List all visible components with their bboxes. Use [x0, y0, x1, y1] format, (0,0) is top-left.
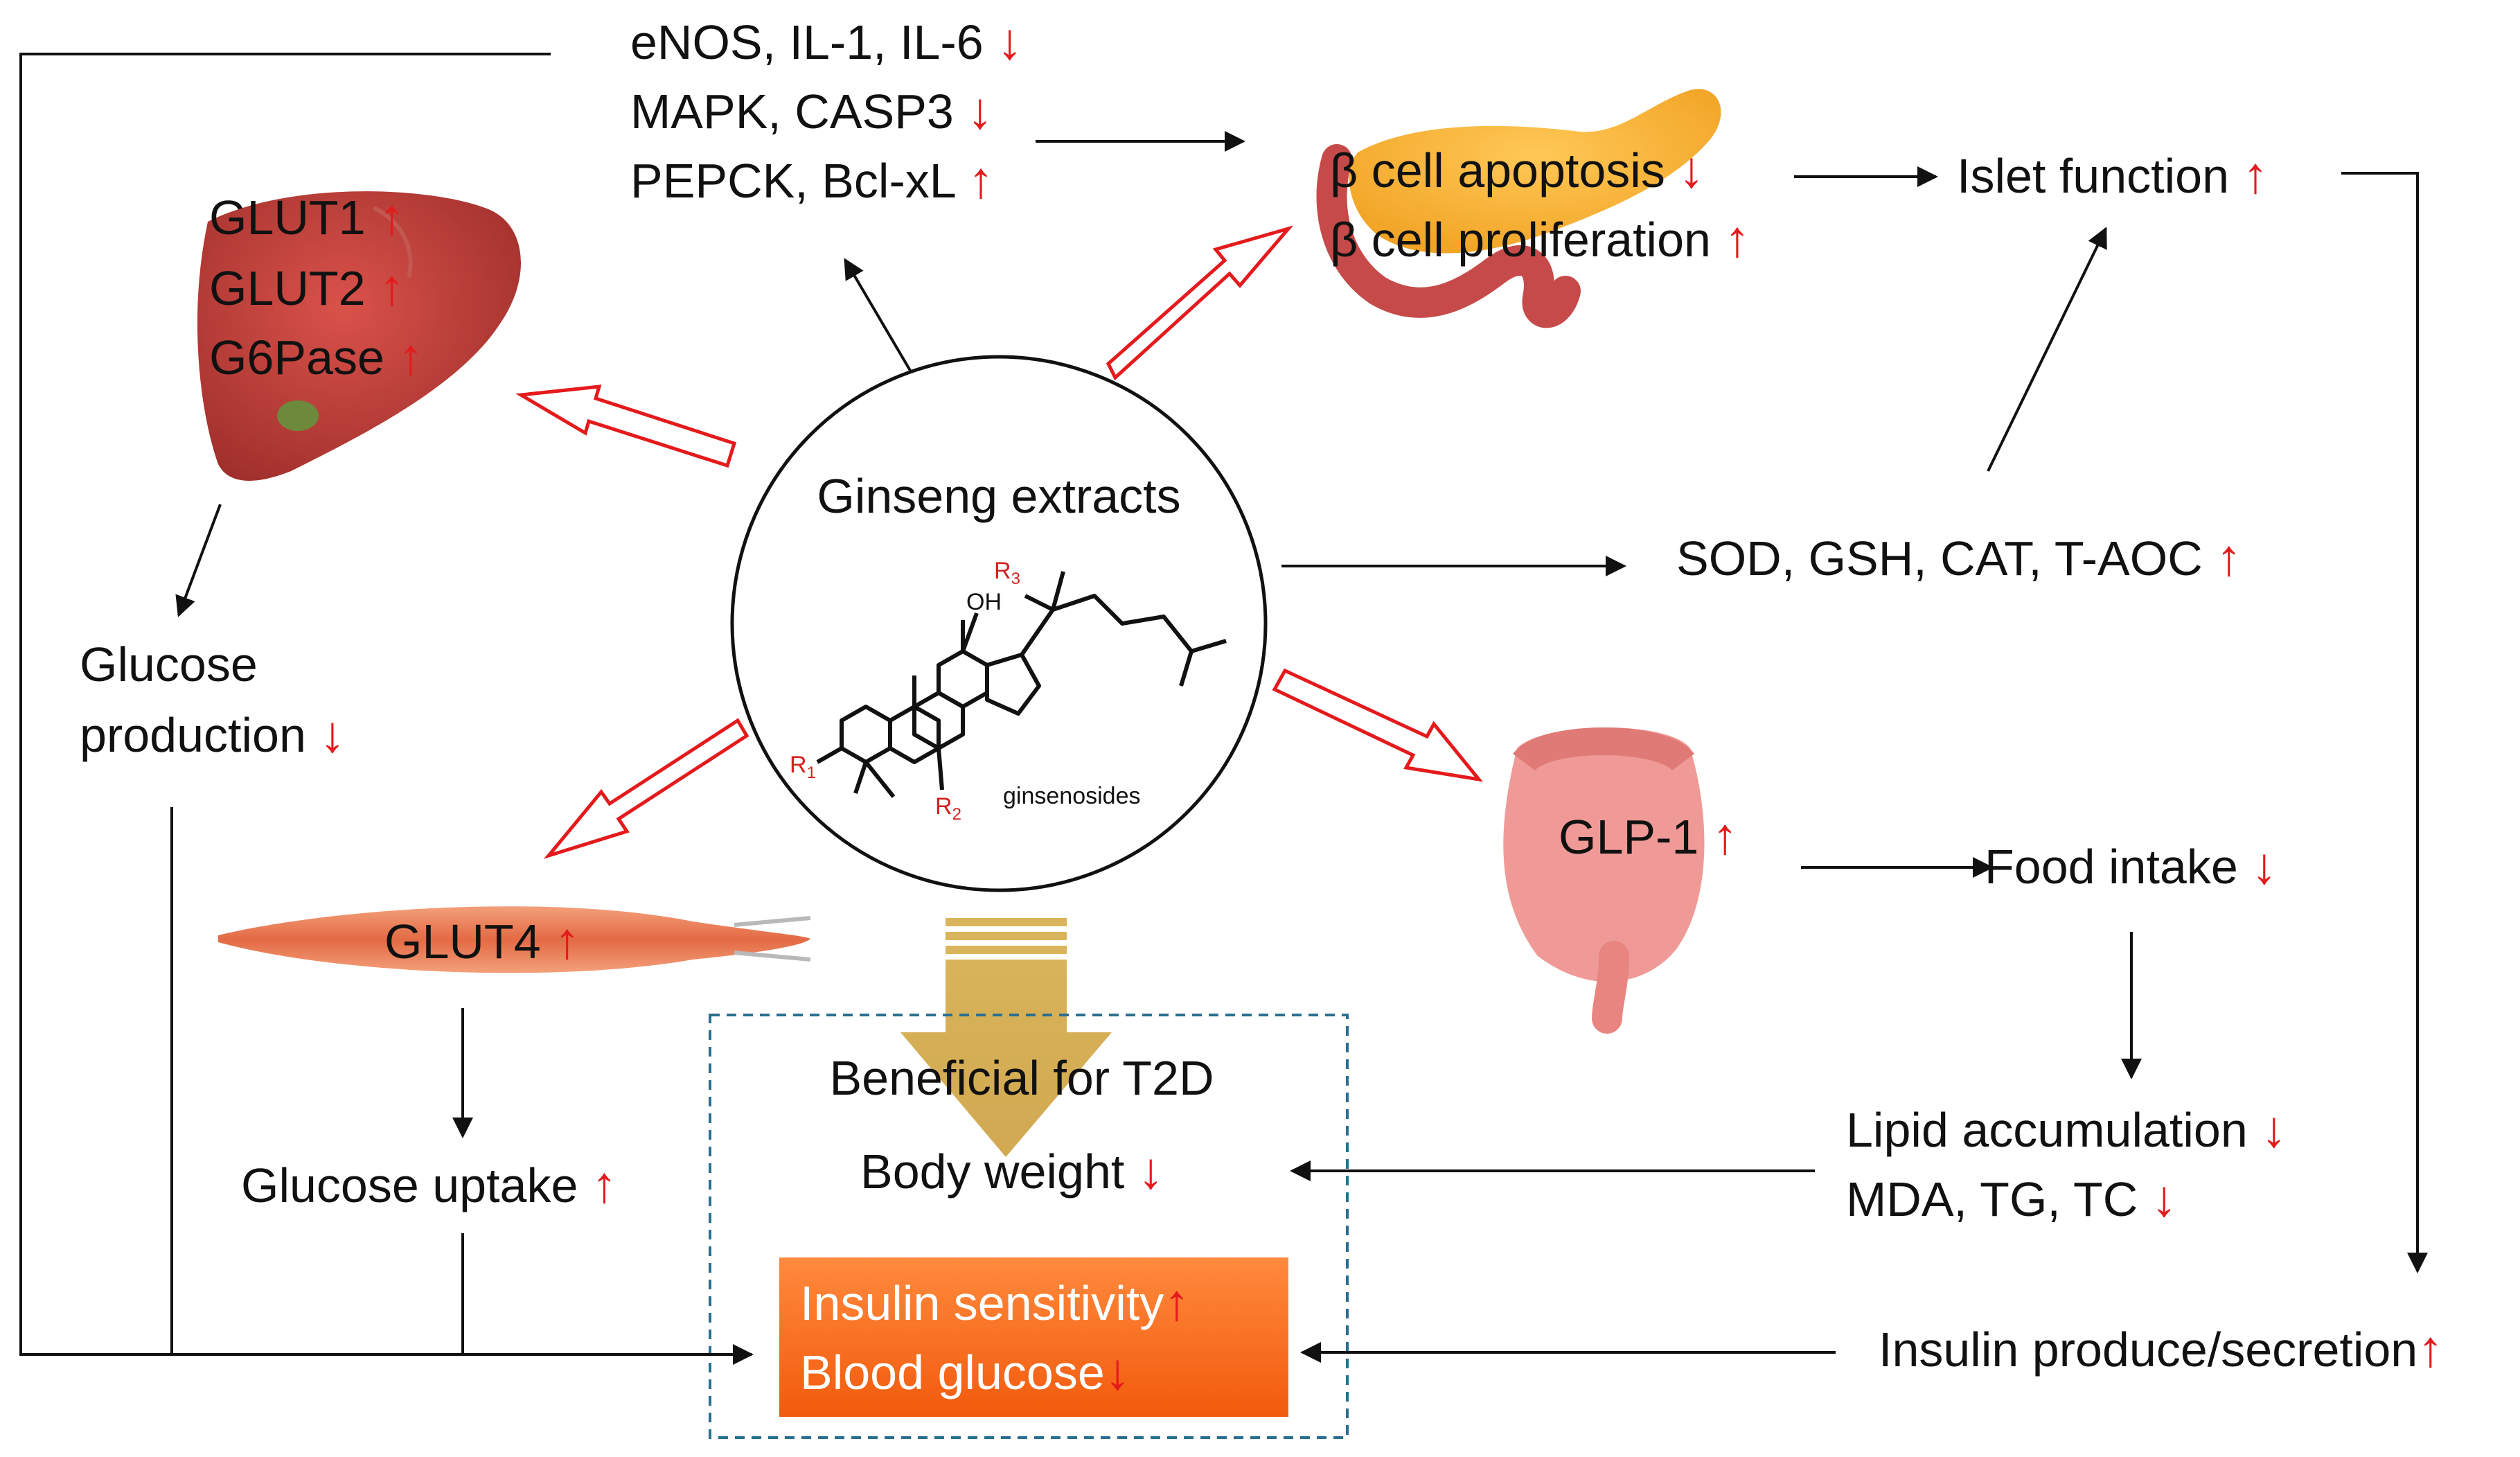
r2-label: R2: [935, 793, 961, 824]
muscle-illustration: [218, 906, 811, 973]
outcome-box: [709, 1014, 1349, 1439]
ginseng-circle: [730, 355, 1268, 892]
liver-glut1: GLUT1 ↑: [209, 188, 405, 245]
intestine-illustration: [1503, 727, 1705, 1034]
center-title: Ginseng extracts: [817, 469, 1180, 523]
pancreas-illustration: [1316, 89, 1721, 328]
connector-top-left-loop: [19, 53, 754, 1365]
connector-antioxidant-islet: [1987, 227, 2107, 472]
antioxidant-markers: SOD, GSH, CAT, T-AOC ↑: [1676, 529, 2242, 586]
islet-function: Islet function ↑: [1957, 146, 2268, 204]
glucose-production-line2: production ↓: [80, 705, 345, 763]
r3-label: R3: [994, 558, 1020, 588]
connector-liver-glucose: [175, 504, 222, 617]
red-arrow-to-intestine: [1272, 668, 1484, 782]
glucose-production-line1: Glucose: [80, 637, 258, 691]
red-arrow-to-muscle: [543, 718, 749, 859]
intestine-glp1: GLP-1 ↑: [1559, 807, 1738, 865]
connector-center-markers: [844, 258, 916, 379]
insulin-secretion: Insulin produce/secretion↑: [1879, 1320, 2443, 1377]
outcome-title: Beneficial for T2D: [829, 1051, 1214, 1105]
insulin-outcome-box: [779, 1257, 1288, 1417]
outcome-insulin-sensitivity: Insulin sensitivity↑: [800, 1273, 1189, 1331]
food-intake: Food intake ↓: [1985, 837, 2277, 894]
ginsenoside-structure: [816, 571, 1227, 798]
pancreas-apoptosis: β cell apoptosis ↓: [1330, 141, 1704, 198]
lipid-markers: MDA, TG, TC ↓: [1846, 1169, 2177, 1227]
r1-label: R1: [790, 752, 816, 782]
glucose-uptake: Glucose uptake ↑: [241, 1156, 617, 1213]
liver-glut2: GLUT2 ↑: [209, 258, 405, 316]
outcome-body-weight: Body weight ↓: [860, 1142, 1164, 1199]
lipid-accumulation: Lipid accumulation ↓: [1846, 1100, 2287, 1158]
liver-g6pase: G6Pase ↑: [209, 328, 423, 385]
red-arrow-to-liver: [515, 385, 737, 468]
connector-islet-insulin: [2341, 172, 2428, 1273]
pancreas-proliferation: β cell proliferation ↑: [1330, 210, 1750, 267]
marker-line-2: MAPK, CASP3 ↓: [630, 82, 993, 139]
marker-line-3: PEPCK, Bcl-xL ↑: [630, 151, 994, 209]
muscle-glut4: GLUT4 ↑: [384, 912, 580, 969]
outcome-blood-glucose: Blood glucose↓: [800, 1343, 1130, 1400]
marker-line-1: eNOS, IL-1, IL-6 ↓: [630, 12, 1022, 70]
ginsenosides-label: ginsenosides: [1003, 783, 1140, 809]
liver-illustration: [197, 191, 522, 481]
red-arrow-to-pancreas: [1106, 225, 1294, 381]
gold-down-arrow: [900, 918, 1112, 1157]
oh-label: OH: [966, 589, 1002, 615]
